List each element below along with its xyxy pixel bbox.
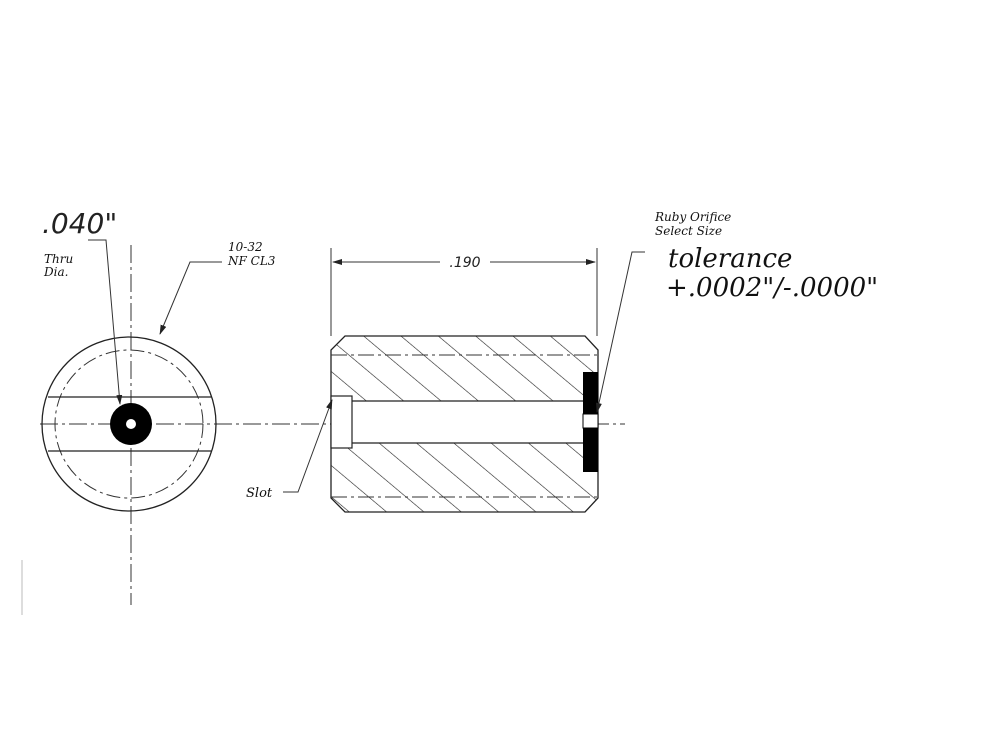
dia-label: Dia. — [43, 265, 68, 279]
hole-leader — [88, 239, 123, 405]
thread-label-2: NF CL3 — [227, 254, 276, 268]
hole-size-label: .040" — [42, 207, 117, 240]
length-dimension: .190 — [449, 255, 480, 271]
ruby-leader — [595, 251, 645, 413]
bore — [331, 401, 583, 443]
thread-circle — [54, 349, 204, 499]
thread-label-1: 10-32 — [228, 240, 263, 254]
tolerance-value: +.0002"/-.0000" — [666, 273, 878, 303]
slot — [330, 395, 353, 449]
slot-leader — [283, 399, 333, 493]
outer-circle — [41, 336, 217, 512]
section-view: .190 — [330, 248, 599, 513]
thru-label: Thru — [44, 252, 73, 266]
slot-label: Slot — [246, 486, 273, 501]
tolerance-label: tolerance — [668, 244, 792, 274]
orifice-hole — [126, 419, 136, 429]
ruby-label-1: Ruby Orifice — [654, 210, 731, 224]
ruby-label-2: Select Size — [655, 224, 722, 238]
end-view — [40, 245, 625, 605]
thread-leader — [159, 261, 222, 335]
